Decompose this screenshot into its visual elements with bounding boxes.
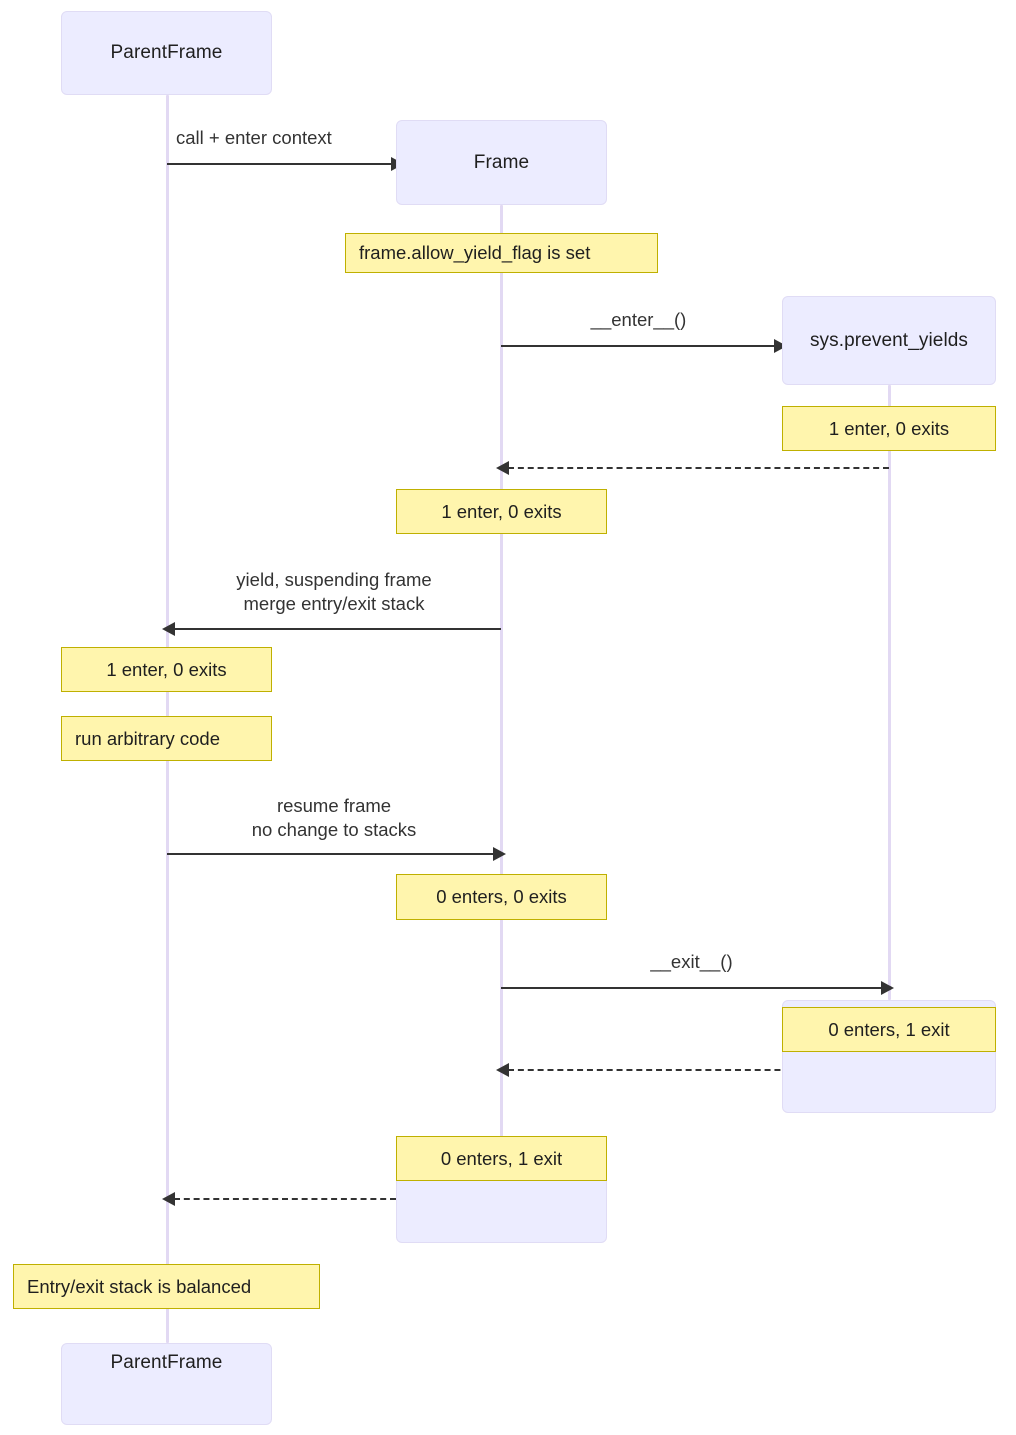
message-resume-frame-arrowhead xyxy=(493,847,506,861)
message-resume-frame-label: resume frame no change to stacks xyxy=(251,795,417,841)
note-allow-yield-flag: frame.allow_yield_flag is set xyxy=(345,233,658,273)
parent-frame-actor-bottom[interactable]: ParentFrame xyxy=(61,1343,272,1425)
parent-frame-actor-bottom-label: ParentFrame xyxy=(110,1352,223,1373)
note-frame-0-enters-1-exit: 0 enters, 1 exit xyxy=(396,1136,607,1181)
note-sys-0-enters-1-exit-text: 0 enters, 1 exit xyxy=(828,1018,950,1040)
message-return-exit-line xyxy=(508,1069,889,1071)
note-frame-0-enters-1-exit-text: 0 enters, 1 exit xyxy=(440,1147,563,1169)
message-exit-line xyxy=(501,987,882,989)
message-call-enter-context-line xyxy=(167,163,392,165)
sys-prevent-yields-actor-top[interactable]: sys.prevent_yields xyxy=(782,296,996,385)
message-yield-suspending-frame-line xyxy=(174,628,501,630)
parent-frame-actor-top[interactable]: ParentFrame xyxy=(61,11,272,95)
note-frame-1-enter-0-exits-text: 1 enter, 0 exits xyxy=(441,500,562,522)
message-yield-suspending-frame-arrowhead xyxy=(162,622,175,636)
message-call-enter-context-label: call + enter context xyxy=(176,127,332,148)
frame-actor-top[interactable]: Frame xyxy=(396,120,607,205)
note-frame-0-enters-0-exits: 0 enters, 0 exits xyxy=(396,874,607,920)
message-return-frame-line xyxy=(174,1198,396,1200)
note-parent-1-enter-0-exits: 1 enter, 0 exits xyxy=(61,647,272,692)
lifeline-sys-prevent-yields xyxy=(888,385,891,1000)
note-sys-1-enter-0-exits: 1 enter, 0 exits xyxy=(782,406,996,451)
note-frame-1-enter-0-exits: 1 enter, 0 exits xyxy=(396,489,607,534)
message-yield-suspending-frame-label: yield, suspending frame merge entry/exit… xyxy=(236,569,432,615)
message-return-frame-arrowhead xyxy=(162,1192,175,1206)
note-allow-yield-flag-text: frame.allow_yield_flag is set xyxy=(359,242,591,263)
message-return-enter-arrowhead xyxy=(496,461,509,475)
lifeline-frame xyxy=(500,205,503,1139)
message-resume-frame-line xyxy=(167,853,494,855)
note-entry-exit-balanced: Entry/exit stack is balanced xyxy=(13,1264,320,1309)
message-return-exit-arrowhead xyxy=(496,1063,509,1077)
note-frame-0-enters-0-exits-text: 0 enters, 0 exits xyxy=(436,886,567,907)
message-enter-label: __enter__() xyxy=(590,309,687,330)
note-entry-exit-balanced-text: Entry/exit stack is balanced xyxy=(27,1275,252,1297)
frame-actor-top-label: Frame xyxy=(473,151,530,173)
parent-frame-actor-top-label: ParentFrame xyxy=(110,42,223,63)
note-sys-1-enter-0-exits-text: 1 enter, 0 exits xyxy=(828,417,950,439)
note-parent-1-enter-0-exits-text: 1 enter, 0 exits xyxy=(106,658,227,680)
message-exit-arrowhead xyxy=(881,981,894,995)
sys-prevent-yields-actor-top-label: sys.prevent_yields xyxy=(809,329,969,351)
message-enter-line xyxy=(501,345,775,347)
message-return-enter-line xyxy=(508,467,889,469)
note-sys-0-enters-1-exit: 0 enters, 1 exit xyxy=(782,1007,996,1052)
message-exit-label: __exit__() xyxy=(650,951,733,972)
note-run-arbitrary-code: run arbitrary code xyxy=(61,716,272,761)
note-run-arbitrary-code-text: run arbitrary code xyxy=(75,727,220,749)
